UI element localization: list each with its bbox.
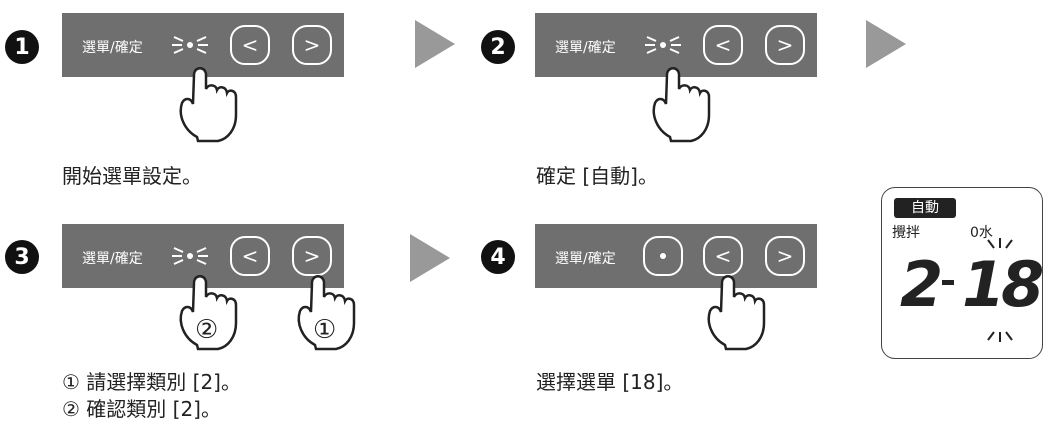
- blink-indicator-icon: [987, 331, 1013, 342]
- menu-confirm-button[interactable]: [643, 25, 683, 65]
- step-4-caption: 選擇選單 [18]。: [536, 370, 684, 394]
- step-3-caption-line-1: ① 請選擇類別 [2]。: [62, 370, 241, 394]
- dot-icon: [660, 253, 666, 259]
- press-order-mark-1: ①: [313, 315, 337, 345]
- control-panel-step-4: 選單/確定 < >: [535, 224, 817, 288]
- control-panel-step-3: 選單/確定 < >: [62, 224, 344, 288]
- next-button[interactable]: >: [292, 25, 332, 65]
- next-step-arrow-icon: [415, 20, 455, 68]
- step-3-number: 3: [5, 240, 39, 274]
- digit-separator: [942, 280, 954, 285]
- next-button[interactable]: >: [765, 25, 805, 65]
- press-indicator-icon: [645, 36, 681, 54]
- stir-label: 攪拌: [892, 225, 920, 241]
- menu-confirm-button[interactable]: [643, 236, 683, 276]
- step-4-number: 4: [481, 240, 515, 274]
- mode-badge: 自動: [894, 198, 956, 218]
- menu-confirm-label: 選單/確定: [555, 40, 616, 56]
- press-order-mark-2: ②: [195, 315, 219, 345]
- step-2-number: 2: [481, 30, 515, 64]
- control-panel-step-1: 選單/確定 < >: [62, 13, 344, 77]
- step-1-caption: 開始選單設定。: [62, 164, 202, 188]
- next-button[interactable]: >: [765, 236, 805, 276]
- next-step-arrow-icon: [410, 234, 450, 282]
- menu-confirm-label: 選單/確定: [555, 251, 616, 267]
- prev-button[interactable]: <: [703, 236, 743, 276]
- next-button[interactable]: >: [292, 236, 332, 276]
- prev-button[interactable]: <: [703, 25, 743, 65]
- hand-icon: [172, 67, 242, 152]
- hand-icon: [700, 275, 770, 360]
- step-2-caption: 確定 [自動]。: [536, 164, 658, 188]
- menu-number: 18: [962, 248, 1043, 321]
- menu-confirm-label: 選單/確定: [82, 251, 143, 267]
- lcd-display: 自動 攪拌 0水 2 18: [881, 187, 1043, 359]
- step-3-caption-line-2: ② 確認類別 [2]。: [62, 397, 221, 421]
- control-panel-step-2: 選單/確定 < >: [535, 13, 817, 77]
- next-step-arrow-icon: [866, 20, 906, 68]
- menu-confirm-button[interactable]: [170, 25, 210, 65]
- blink-indicator-icon: [987, 238, 1013, 249]
- prev-button[interactable]: <: [230, 236, 270, 276]
- menu-confirm-button[interactable]: [170, 236, 210, 276]
- press-indicator-icon: [172, 36, 208, 54]
- hand-icon: [645, 67, 715, 152]
- prev-button[interactable]: <: [230, 25, 270, 65]
- press-indicator-icon: [172, 247, 208, 265]
- water-label: 0水: [970, 225, 993, 241]
- menu-confirm-label: 選單/確定: [82, 40, 143, 56]
- step-1-number: 1: [5, 30, 39, 64]
- category-digit: 2: [900, 248, 943, 321]
